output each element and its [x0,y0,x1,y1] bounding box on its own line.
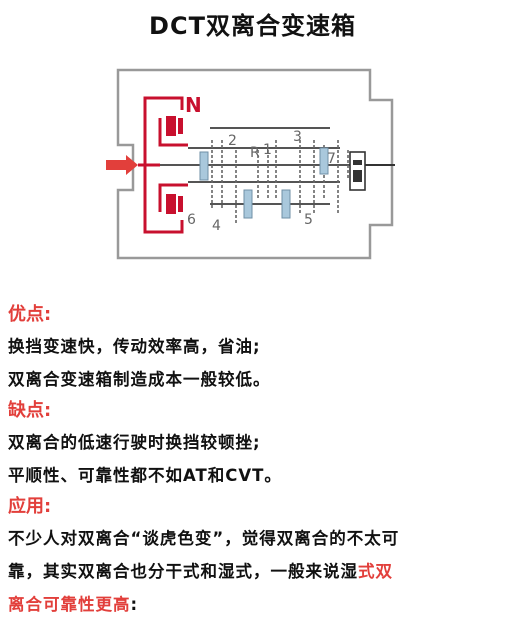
label-r: R [250,145,260,161]
label-7: 7 [327,151,336,167]
dual-clutch [138,96,188,234]
sync-7 [319,147,329,175]
label-3: 3 [293,129,302,145]
app-line-2-highlight: 式双 [358,562,393,581]
sync-1 [281,189,291,219]
label-1: 1 [263,142,272,158]
sync-2 [199,151,209,181]
gear-pairs [211,140,349,225]
label-2: 2 [228,133,237,149]
app-line-3-text: : [130,595,139,614]
app-line-2: 靠，其实双离合也分干式和湿式，一般来说湿式双 [8,555,500,588]
page-title: DCT双离合变速箱 [149,12,356,40]
pros-line-1: 换挡变速快，传动效率高，省油; [8,337,261,356]
label-4: 4 [212,218,221,234]
pros-heading: 优点: [8,304,52,325]
app-line-3: 离合可靠性更高: [8,588,500,621]
description: 优点: 换挡变速快，传动效率高，省油; 双离合变速箱制造成本一般较低。 缺点: … [8,300,500,621]
cons-line-1: 双离合的低速行驶时换挡较顿挫; [8,433,261,452]
app-line-2-text: 靠，其实双离合也分干式和湿式，一般来说湿 [8,562,358,581]
app-line-1: 不少人对双离合“谈虎色变”，觉得双离合的不太可 [8,529,400,548]
label-5: 5 [304,212,313,228]
app-heading: 应用: [8,496,52,517]
cons-line-2: 平顺性、可靠性都不如AT和CVT。 [8,466,282,485]
dct-diagram: N 2 R 1 3 7 6 4 5 [106,68,395,260]
pros-line-2: 双离合变速箱制造成本一般较低。 [8,370,271,389]
label-6: 6 [187,212,196,228]
output-box [349,151,395,191]
app-line-3-highlight: 离合可靠性更高 [8,595,131,614]
input-arrow [106,155,138,175]
cons-heading: 缺点: [8,400,52,421]
synchronizers [199,147,329,219]
sync-r [243,189,253,219]
label-n: N [185,93,202,117]
